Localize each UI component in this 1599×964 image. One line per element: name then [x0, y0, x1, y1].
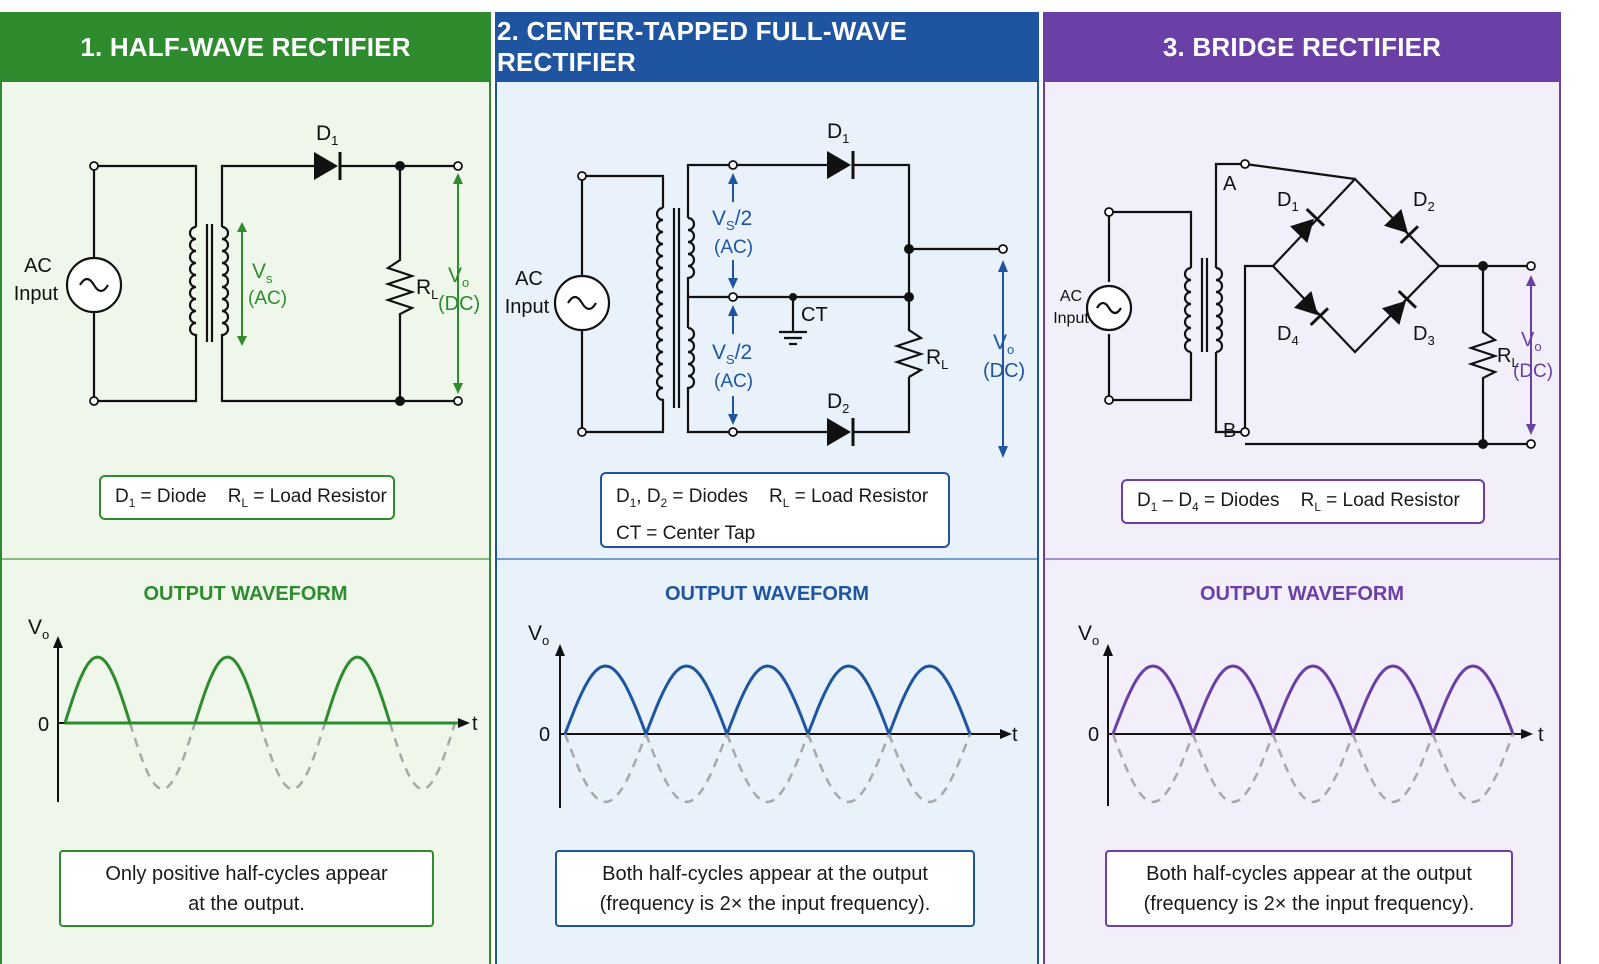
- bridge-waveform: Vo 0 t: [1078, 622, 1544, 806]
- panel-title-text: 2. CENTER-TAPPED FULL-WAVE RECTIFIER: [497, 16, 908, 77]
- section-divider: [2, 558, 489, 560]
- diode-d3-icon: [1382, 289, 1418, 325]
- d1-label: D1: [316, 122, 338, 148]
- vs-ac-label: (AC): [248, 288, 287, 309]
- node-b-label: B: [1223, 420, 1236, 442]
- rl-label: RL: [926, 346, 948, 372]
- ct-label: CT: [801, 304, 828, 326]
- section-divider: [1045, 558, 1559, 560]
- section-divider: [497, 558, 1037, 560]
- panel-title-text: 3. BRIDGE RECTIFIER: [1162, 31, 1442, 62]
- ac-label: AC: [1060, 288, 1082, 305]
- panel-title: 1. HALF-WAVE RECTIFIER: [2, 12, 489, 82]
- vo-label: Vo: [993, 331, 1014, 357]
- bridge-circuit: A B D1 D2 D3 D4 AC Input RL Vo (DC) Vo 0…: [1053, 159, 1553, 806]
- rl-label: RL: [1497, 345, 1519, 370]
- legend-box: D1 – D4 = Diodes RL = Load Resistor: [1121, 479, 1485, 524]
- waveform-title: OUTPUT WAVEFORM: [664, 583, 870, 605]
- waveform-title: OUTPUT WAVEFORM: [1199, 583, 1405, 605]
- panel-bridge: 3. BRIDGE RECTIFIER: [1043, 12, 1561, 964]
- panel-center-tapped: 2. CENTER-TAPPED FULL-WAVE RECTIFIER: [495, 12, 1039, 964]
- vs-top-label: VS/2: [712, 207, 752, 233]
- d3-label: D3: [1413, 323, 1435, 348]
- vs-label: Vs: [252, 260, 273, 286]
- vo-dc-label: (DC): [438, 293, 480, 315]
- vo-dc-label: (DC): [983, 360, 1025, 382]
- half-wave-circuit: D1 AC Input Vs (AC) RL Vo (DC) Vo 0 t: [14, 122, 480, 802]
- diode-d2-icon: [827, 418, 855, 446]
- diode-d1-icon: [1290, 207, 1326, 243]
- panel-title: 2. CENTER-TAPPED FULL-WAVE RECTIFIER: [497, 12, 1037, 82]
- zero-label: 0: [539, 724, 550, 746]
- caption-box: Both half-cycles appear at the output (f…: [1105, 850, 1513, 927]
- node-a-label: A: [1223, 173, 1237, 195]
- d1-label: D1: [1277, 189, 1299, 214]
- half-wave-waveform: Vo 0 t: [28, 616, 478, 802]
- panel-title: 3. BRIDGE RECTIFIER: [1045, 12, 1559, 82]
- vo-label: Vo: [448, 264, 469, 290]
- full-wave-waveform: Vo 0 t: [528, 622, 1018, 808]
- vo-label: Vo: [1521, 329, 1542, 354]
- y-axis-label: Vo: [1078, 622, 1099, 648]
- y-axis-label: Vo: [28, 616, 49, 642]
- legend-box: D1 = Diode RL = Load Resistor: [99, 475, 395, 520]
- vs-bottom-ac-label: (AC): [714, 371, 753, 392]
- waveform-title: OUTPUT WAVEFORM: [143, 583, 348, 605]
- vs-top-ac-label: (AC): [714, 237, 753, 258]
- diode-d4-icon: [1294, 291, 1330, 327]
- d2-label: D2: [827, 390, 849, 416]
- diode-d2-icon: [1384, 209, 1420, 245]
- input-label: Input: [505, 296, 550, 318]
- vs-bottom-label: VS/2: [712, 341, 752, 367]
- zero-label: 0: [38, 714, 49, 736]
- zero-label: 0: [1088, 724, 1099, 746]
- input-label: Input: [14, 283, 59, 305]
- d4-label: D4: [1277, 323, 1299, 348]
- panel-half-wave: 1. HALF-WAVE RECTIFIER: [0, 12, 491, 964]
- input-label: Input: [1053, 310, 1089, 327]
- legend-box: D1, D2 = Diodes RL = Load Resistor CT = …: [600, 472, 950, 548]
- d1-label: D1: [827, 120, 849, 146]
- d2-label: D2: [1413, 189, 1435, 214]
- caption-box: Only positive half-cycles appear at the …: [59, 850, 434, 927]
- diode-d1-icon: [827, 151, 855, 179]
- diode-d1-icon: [314, 152, 342, 180]
- x-axis-label: t: [472, 713, 478, 735]
- panel-title-text: 1. HALF-WAVE RECTIFIER: [80, 31, 411, 62]
- ac-label: AC: [24, 255, 52, 277]
- rl-label: RL: [416, 276, 438, 302]
- y-axis-label: Vo: [528, 622, 549, 648]
- center-tapped-circuit: D1 D2 AC Input VS/2 (AC) VS/2 (AC) CT RL…: [505, 120, 1025, 808]
- x-axis-label: t: [1538, 724, 1544, 746]
- x-axis-label: t: [1012, 724, 1018, 746]
- ac-label: AC: [515, 268, 543, 290]
- vo-dc-label: (DC): [1513, 361, 1553, 382]
- caption-box: Both half-cycles appear at the output (f…: [555, 850, 975, 927]
